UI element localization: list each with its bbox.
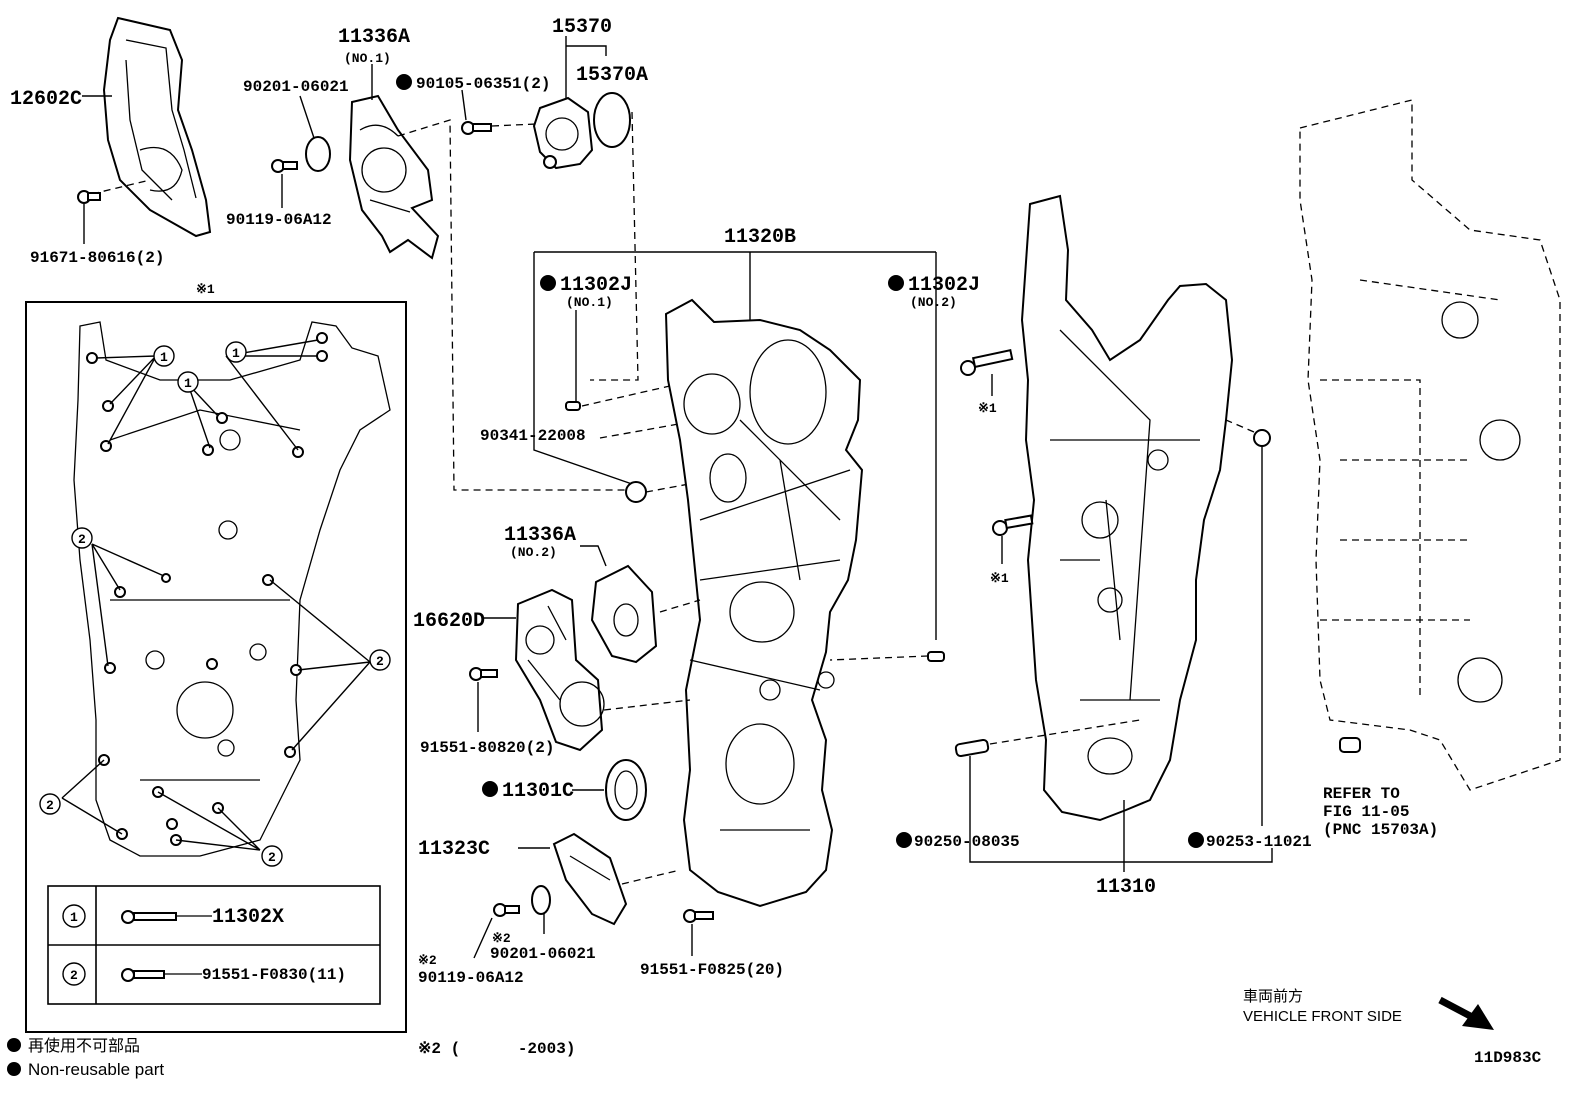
bolt-91551-F0825-icon bbox=[683, 909, 714, 923]
callout-11320B: 11320B bbox=[724, 226, 796, 249]
callout-90253: 90253-11021 bbox=[1206, 833, 1312, 851]
callout-15370A: 15370A bbox=[576, 64, 648, 87]
legend-dot-jp bbox=[7, 1038, 21, 1052]
non-reusable-marker bbox=[896, 832, 912, 848]
bolt-91671-icon bbox=[77, 179, 151, 204]
refer-line1: REFER TO bbox=[1323, 785, 1400, 803]
note1-mark-inset: ※1 bbox=[196, 282, 215, 297]
gasket-90201-icon bbox=[305, 136, 331, 172]
tensioner-16620D bbox=[514, 588, 605, 752]
svg-text:1: 1 bbox=[70, 910, 78, 925]
plug-refer-icon bbox=[1339, 737, 1361, 753]
inset-cover-outline bbox=[73, 321, 391, 857]
plug-90253-icon bbox=[1253, 429, 1271, 447]
bolt-91551-80820-icon bbox=[469, 667, 498, 681]
pin-90250-icon bbox=[954, 738, 990, 758]
callout-11301C: 11301C bbox=[502, 780, 574, 803]
inset-table: 1 11302X 2 91551-F0830(11) bbox=[47, 885, 381, 1005]
bolt-91551-F0830-icon bbox=[121, 968, 165, 982]
inset-circle-labels: 1 1 1 2 2 2 2 bbox=[39, 341, 391, 867]
callout-90119-06A12-b: 90119-06A12 bbox=[418, 969, 524, 987]
plug-90341-icon bbox=[625, 481, 647, 503]
inset-leaders bbox=[61, 339, 371, 851]
callout-11336A-no2: 11336A bbox=[504, 524, 576, 547]
timing-cover-11320B bbox=[664, 298, 864, 908]
callout-91671: 91671-80616(2) bbox=[30, 249, 164, 267]
timing-chain-cover-seal-12602C bbox=[102, 16, 212, 238]
callout-90341: 90341-22008 bbox=[480, 427, 586, 445]
callout-90201-06021-b: 90201-06021 bbox=[490, 945, 596, 963]
callout-11302J-no2-sub: (NO.2) bbox=[910, 295, 957, 310]
idler-15370 bbox=[532, 96, 594, 170]
non-reusable-marker bbox=[540, 275, 556, 291]
non-reusable-marker bbox=[888, 275, 904, 291]
direction-jp: 車両前方 bbox=[1243, 988, 1303, 1005]
note2-range: ※2 ( -2003) bbox=[418, 1040, 575, 1058]
svg-text:1: 1 bbox=[232, 346, 240, 361]
inset-table-part-2: 91551-F0830(11) bbox=[202, 966, 346, 984]
svg-text:2: 2 bbox=[268, 850, 276, 865]
bolt-90105-icon bbox=[461, 121, 492, 135]
callout-90201-06021-a: 90201-06021 bbox=[243, 78, 349, 96]
note2-mark-a: ※2 bbox=[492, 931, 511, 946]
cover-11336A-no2 bbox=[590, 564, 658, 664]
refer-line3: (PNC 15703A) bbox=[1323, 821, 1438, 839]
callout-90250: 90250-08035 bbox=[914, 833, 1020, 851]
front-direction-arrow-icon bbox=[1438, 996, 1494, 1030]
callout-11336A-no2-sub: (NO.2) bbox=[510, 545, 557, 560]
legend-en: Non-reusable part bbox=[28, 1060, 164, 1079]
oil-seal-11301C bbox=[605, 759, 647, 821]
bolt-11302X-icon bbox=[121, 910, 177, 924]
callout-90119-06A12-a: 90119-06A12 bbox=[226, 211, 332, 229]
svg-text:2: 2 bbox=[46, 798, 54, 813]
bolt-note1-a-icon bbox=[960, 349, 1014, 376]
engine-block-outline bbox=[1299, 99, 1561, 791]
svg-text:1: 1 bbox=[160, 350, 168, 365]
cover-11336A-no1 bbox=[348, 94, 440, 260]
non-reusable-marker bbox=[482, 781, 498, 797]
inset-table-row: 1 11302X bbox=[62, 904, 284, 929]
callout-91551-80820: 91551-80820(2) bbox=[420, 739, 554, 757]
inset-bolt-holes bbox=[86, 332, 328, 846]
cover-11323C bbox=[552, 832, 628, 926]
callout-91551-F0825: 91551-F0825(20) bbox=[640, 961, 784, 979]
pin-11302J-no1-icon bbox=[565, 401, 581, 411]
diagram-code: 11D983C bbox=[1474, 1049, 1542, 1067]
non-reusable-marker bbox=[1188, 832, 1204, 848]
callout-11323C: 11323C bbox=[418, 838, 490, 861]
non-reusable-marker bbox=[396, 74, 412, 90]
callout-11302J-no1-sub: (NO.1) bbox=[566, 295, 613, 310]
svg-text:2: 2 bbox=[376, 654, 384, 669]
bolt-90119-b-icon bbox=[493, 903, 520, 917]
note1-mark-a: ※1 bbox=[978, 401, 997, 416]
callout-15370: 15370 bbox=[552, 16, 612, 39]
callout-90105: 90105-06351(2) bbox=[416, 75, 550, 93]
callout-11302J-no2: 11302J bbox=[908, 274, 980, 297]
callout-12602C: 12602C bbox=[10, 88, 82, 111]
svg-text:2: 2 bbox=[78, 532, 86, 547]
callout-16620D: 16620D bbox=[413, 610, 485, 633]
inset-table-row: 2 91551-F0830(11) bbox=[62, 962, 346, 986]
note2-mark-b: ※2 bbox=[418, 953, 437, 968]
bolt-note1-b-icon bbox=[992, 514, 1034, 536]
callout-11336A-no1: 11336A bbox=[338, 26, 410, 49]
timing-cover-11310 bbox=[1020, 194, 1234, 822]
o-ring-15370A bbox=[593, 92, 631, 148]
callout-11310: 11310 bbox=[1096, 876, 1156, 899]
callout-11302J-no1: 11302J bbox=[560, 274, 632, 297]
pin-11302J-no2-icon bbox=[927, 651, 945, 662]
refer-line2: FIG 11-05 bbox=[1323, 803, 1409, 821]
legend-dot-en bbox=[7, 1062, 21, 1076]
inset-frame bbox=[25, 301, 407, 1033]
direction-en: VEHICLE FRONT SIDE bbox=[1243, 1008, 1402, 1025]
svg-text:1: 1 bbox=[184, 376, 192, 391]
callout-11336A-no1-sub: (NO.1) bbox=[344, 51, 391, 66]
note1-mark-b: ※1 bbox=[990, 571, 1009, 586]
gasket-90201-b-icon bbox=[531, 885, 551, 915]
inset-table-part-1: 11302X bbox=[212, 906, 284, 929]
bolt-90119-a-icon bbox=[271, 159, 298, 173]
legend-jp: 再使用不可部品 bbox=[28, 1037, 140, 1055]
svg-text:2: 2 bbox=[70, 968, 78, 983]
